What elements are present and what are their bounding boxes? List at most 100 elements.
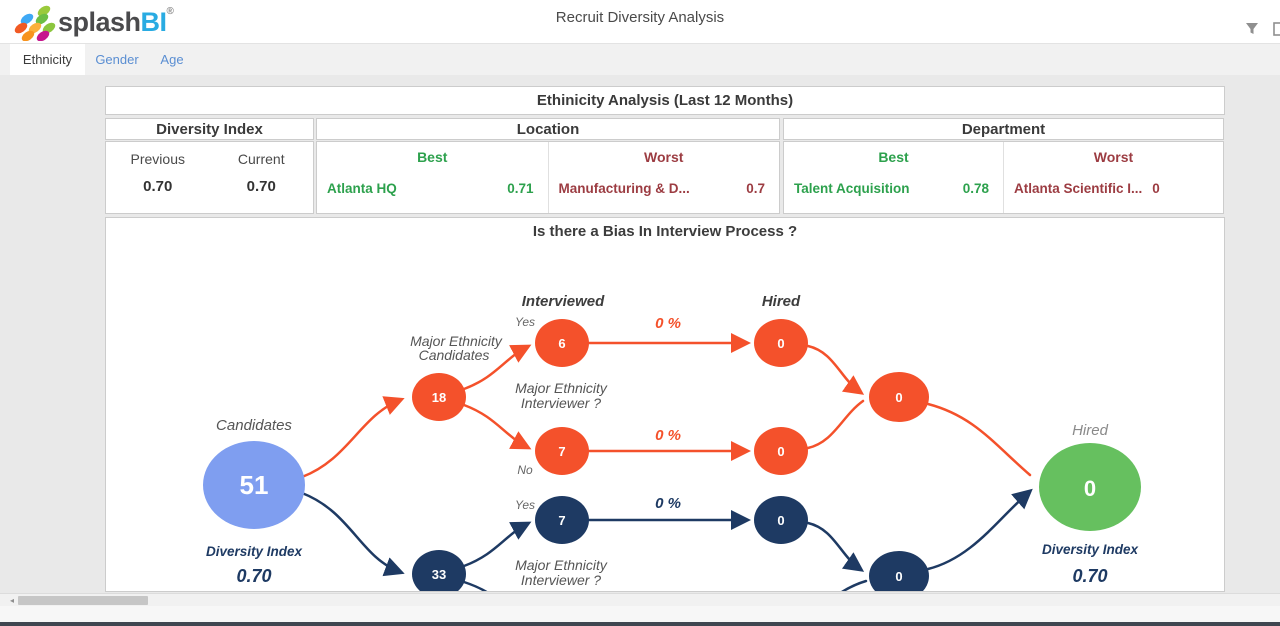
minor-yes-hired-value: 0 [777, 513, 784, 528]
department-worst-name: Atlanta Scientific I... [1014, 181, 1143, 196]
header-icons [1245, 22, 1280, 36]
major-no-hire-rate: 0 % [655, 427, 681, 444]
department-header: Department [783, 118, 1224, 140]
tab-age-label: Age [160, 52, 184, 67]
hired-node-value: 0 [1084, 476, 1096, 501]
location-worst-column: Worst Manufacturing & D... 0.7 [547, 142, 780, 213]
major-yes-hired-value: 0 [777, 336, 784, 351]
department-best-name: Talent Acquisition [794, 181, 910, 196]
major-ethnicity-candidates-label-1: Major Ethnicity [410, 333, 503, 349]
major-no-interviewed-value: 7 [558, 444, 565, 459]
tab-ethnicity-label: Ethnicity [22, 52, 73, 67]
major-merge-node[interactable] [869, 372, 929, 422]
location-worst-row[interactable]: Manufacturing & D... 0.7 [559, 181, 770, 196]
major-no-label: No [517, 463, 533, 477]
hired-diversity-index-label: Diversity Index [1042, 542, 1139, 557]
minor-ethnicity-interviewer-label-2: Interviewer ? [521, 572, 601, 588]
diversity-index-values-row: 0.70 0.70 [106, 178, 313, 195]
department-best-value: 0.78 [962, 181, 989, 196]
page-title: Recruit Diversity Analysis [555, 9, 725, 26]
department-worst-label: Worst [1093, 149, 1134, 165]
major-branch-node[interactable] [412, 373, 466, 421]
filter-icon[interactable] [1245, 22, 1259, 36]
current-label: Current [237, 151, 285, 167]
major-ethnicity-interviewer-label-2: Interviewer ? [521, 395, 601, 411]
major-yes-hired-node[interactable] [754, 319, 808, 367]
minor-ethnicity-interviewer-label-1: Major Ethnicity [515, 557, 608, 573]
department-card: Best Talent Acquisition 0.78 Worst Atlan… [783, 141, 1224, 214]
candidates-node-value: 51 [240, 470, 269, 500]
department-best-column: Best Talent Acquisition 0.78 [784, 142, 1003, 213]
app-header: splashBI® Recruit Diversity Analysis [0, 0, 1280, 44]
diversity-index-header-label: Diversity Index [156, 120, 263, 138]
export-icon[interactable] [1273, 22, 1280, 36]
major-no-hired-value: 0 [777, 444, 784, 459]
hired-label: Hired [1072, 422, 1109, 439]
major-ethnicity-candidates-label-2: Candidates [419, 347, 490, 363]
hired-diversity-index-value: 0.70 [1072, 566, 1107, 586]
minor-branch-node[interactable] [412, 550, 466, 592]
logo-text: splashBI® [58, 6, 174, 37]
minor-yes-interviewed-node[interactable] [535, 496, 589, 544]
current-value: 0.70 [246, 178, 276, 195]
diversity-index-header: Diversity Index [105, 118, 314, 140]
interviewed-column-header: Interviewed [522, 293, 605, 310]
location-worst-name: Manufacturing & D... [558, 181, 690, 196]
department-best-row[interactable]: Talent Acquisition 0.78 [794, 181, 993, 196]
bias-flow-title: Is there a Bias In Interview Process ? [532, 223, 798, 240]
major-yes-label: Yes [515, 315, 535, 329]
major-yes-interviewed-node[interactable] [535, 319, 589, 367]
diversity-index-labels-row: Previous Current [106, 151, 313, 167]
splashbi-logo-icon [14, 5, 56, 41]
major-merge-value: 0 [895, 390, 902, 405]
major-ethnicity-interviewer-label-1: Major Ethnicity [515, 380, 608, 396]
major-no-interviewed-node[interactable] [535, 427, 589, 475]
bottom-strip [0, 606, 1280, 622]
location-best-row[interactable]: Atlanta HQ 0.71 [327, 181, 538, 196]
horizontal-scrollbar[interactable]: ◂ [0, 593, 1280, 606]
bias-flow-diagram: Interviewed Hired Major Ethnicity Candid… [203, 293, 1141, 592]
tab-gender[interactable]: Gender [93, 44, 141, 75]
analysis-title: Ethinicity Analysis (Last 12 Months) [536, 92, 794, 109]
major-branch-value: 18 [432, 390, 446, 405]
minor-yes-hired-node[interactable] [754, 496, 808, 544]
analysis-title-panel: Ethinicity Analysis (Last 12 Months) [105, 86, 1225, 115]
minor-merge-value: 0 [895, 569, 902, 584]
major-no-hired-node[interactable] [754, 427, 808, 475]
bottom-edge-bar [0, 622, 1280, 626]
scrollbar-thumb[interactable] [18, 596, 148, 605]
minor-ethnicity-links [300, 488, 1033, 591]
scroll-left-arrow-icon[interactable]: ◂ [10, 596, 15, 605]
previous-label: Previous [130, 151, 185, 167]
department-worst-column: Worst Atlanta Scientific I... 0 [1003, 142, 1223, 213]
splashbi-logo[interactable]: splashBI® [14, 5, 174, 41]
major-ethnicity-links [300, 333, 1032, 479]
tab-bar: Ethnicity Gender Age [0, 44, 1280, 75]
location-worst-label: Worst [644, 149, 684, 165]
tab-gender-label: Gender [95, 52, 139, 67]
major-yes-hire-rate: 0 % [655, 315, 681, 332]
department-best-label: Best [878, 149, 909, 165]
department-header-label: Department [961, 120, 1046, 138]
previous-value: 0.70 [143, 178, 173, 195]
minor-yes-label: Yes [515, 498, 535, 512]
hired-node[interactable] [1039, 443, 1141, 531]
location-best-value: 0.71 [507, 181, 534, 196]
location-worst-value: 0.7 [746, 181, 765, 196]
tab-age[interactable]: Age [155, 44, 189, 75]
minor-yes-interviewed-value: 7 [558, 513, 565, 528]
hired-column-header: Hired [762, 293, 801, 310]
minor-merge-node[interactable] [869, 551, 929, 592]
minor-yes-hire-rate: 0 % [655, 495, 681, 512]
department-worst-row[interactable]: Atlanta Scientific I... 0 [1014, 181, 1213, 196]
minor-branch-value: 33 [432, 567, 446, 582]
candidates-diversity-index-label: Diversity Index [206, 544, 303, 559]
major-yes-interviewed-value: 6 [558, 336, 565, 351]
location-header-label: Location [516, 120, 580, 138]
candidates-label: Candidates [216, 417, 292, 434]
candidates-diversity-index-value: 0.70 [236, 566, 271, 586]
tab-ethnicity[interactable]: Ethnicity [10, 44, 85, 75]
location-best-name: Atlanta HQ [327, 181, 397, 196]
candidates-node[interactable] [203, 441, 305, 529]
